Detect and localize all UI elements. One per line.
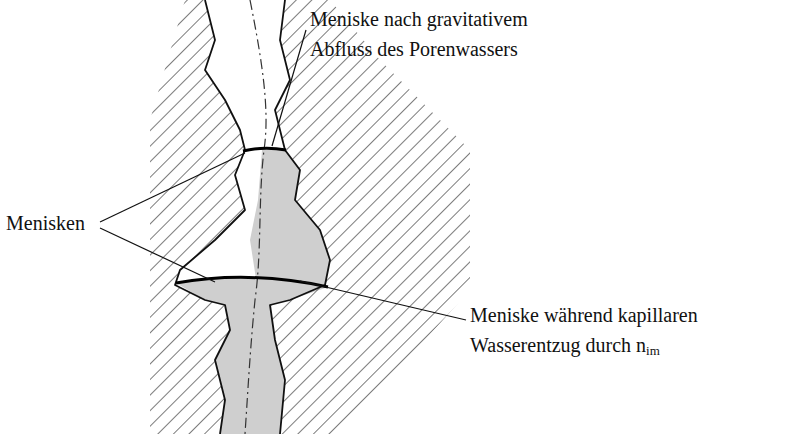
annotation-label: Meniske nach gravitativem Abfluss des Po…	[310, 4, 580, 64]
leader-line	[100, 228, 215, 282]
annotation-label: Menisken	[6, 208, 85, 238]
rock-wall-right	[270, 0, 470, 434]
pore-wall-edge	[175, 0, 245, 434]
rock-wall-left	[150, 0, 245, 434]
meniscus-upper	[243, 148, 286, 151]
leader-line	[300, 281, 466, 320]
leader-line	[100, 153, 245, 222]
pore-wall-edge	[270, 0, 330, 434]
label-text: Meniske nach gravitativem Abfluss des Po…	[310, 8, 528, 60]
label-text: Menisken	[6, 212, 85, 234]
pore-centerline	[245, 0, 266, 434]
label-text: Meniske während kapillaren Wasserentzug …	[470, 304, 698, 356]
leader-line	[272, 30, 306, 146]
annotation-label: Meniske während kapillaren Wasserentzug …	[470, 300, 760, 360]
subscript-text: im	[646, 343, 660, 358]
